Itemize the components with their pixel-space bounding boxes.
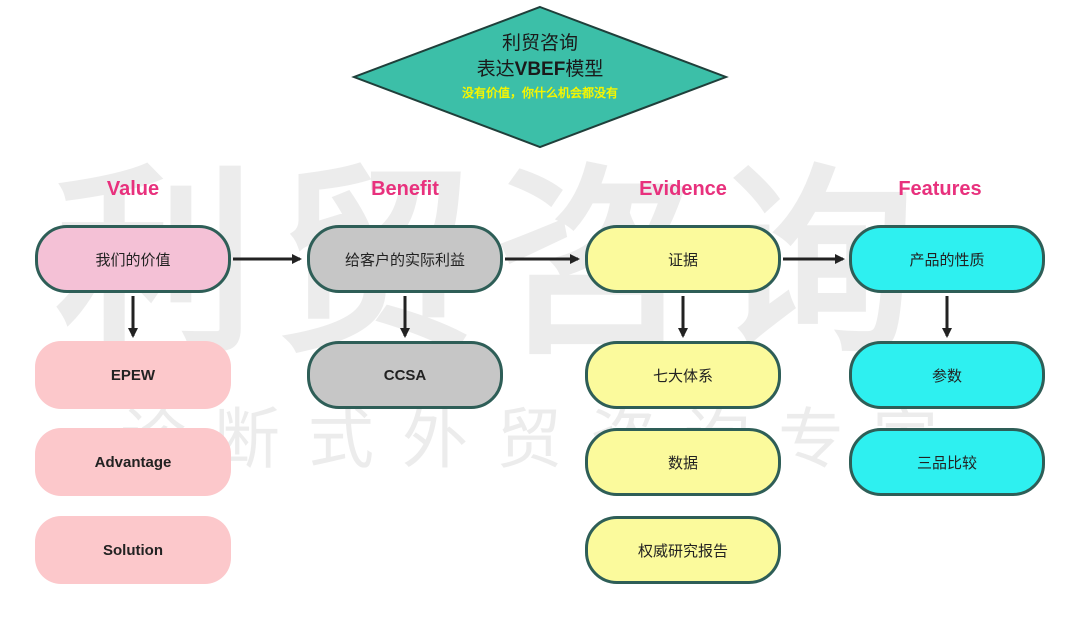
value-main-label: 我们的价值	[95, 250, 171, 269]
header-evidence: Evidence	[639, 178, 727, 200]
features-item-box: 参数	[849, 341, 1045, 409]
value-item-box: EPEW	[35, 341, 231, 409]
evidence-item-box: 七大体系	[585, 341, 781, 409]
evidence-item-box: 权威研究报告	[585, 516, 781, 584]
title-diamond	[351, 5, 729, 149]
value-main-box: 我们的价值	[35, 225, 231, 293]
title-slogan: 没有价值，你什么机会都没有	[461, 86, 618, 100]
benefit-item-box: CCSA	[307, 341, 503, 409]
evidence-item-box: 数据	[585, 428, 781, 496]
header-benefit: Benefit	[371, 178, 439, 200]
title-line2-prefix: 表达	[476, 58, 515, 80]
title-line2: 表达VBEF模型	[400, 56, 680, 83]
value-item-box: Solution	[35, 516, 231, 584]
evidence-item-label: 权威研究报告	[637, 541, 728, 560]
evidence-main-box: 证据	[585, 225, 781, 293]
value-item-label: Solution	[103, 541, 163, 559]
title-block: 利贸咨询 表达VBEF模型 没有价值，你什么机会都没有	[400, 30, 680, 103]
benefit-main-label: 给客户的实际利益	[344, 250, 465, 269]
value-item-label: Advantage	[94, 453, 172, 471]
evidence-item-label: 数据	[667, 453, 698, 472]
evidence-main-label: 证据	[667, 250, 698, 269]
header-value: Value	[106, 178, 160, 200]
title-line2-bold: VBEF	[514, 59, 566, 80]
value-item-box: Advantage	[35, 428, 231, 496]
benefit-item-label: CCSA	[383, 366, 427, 384]
evidence-item-label: 七大体系	[652, 366, 713, 385]
benefit-main-box: 给客户的实际利益	[307, 225, 503, 293]
features-item-label: 参数	[931, 366, 962, 385]
watermark-sub: 诊断式外贸咨询专家	[120, 401, 966, 478]
features-main-label: 产品的性质	[909, 250, 985, 269]
title-line1: 利贸咨询	[501, 32, 578, 54]
features-item-label: 三品比较	[916, 453, 977, 472]
features-main-box: 产品的性质	[849, 225, 1045, 293]
value-item-label: EPEW	[110, 366, 156, 384]
title-line2-suffix: 模型	[565, 58, 604, 80]
header-features: Features	[898, 178, 982, 200]
features-item-box: 三品比较	[849, 428, 1045, 496]
